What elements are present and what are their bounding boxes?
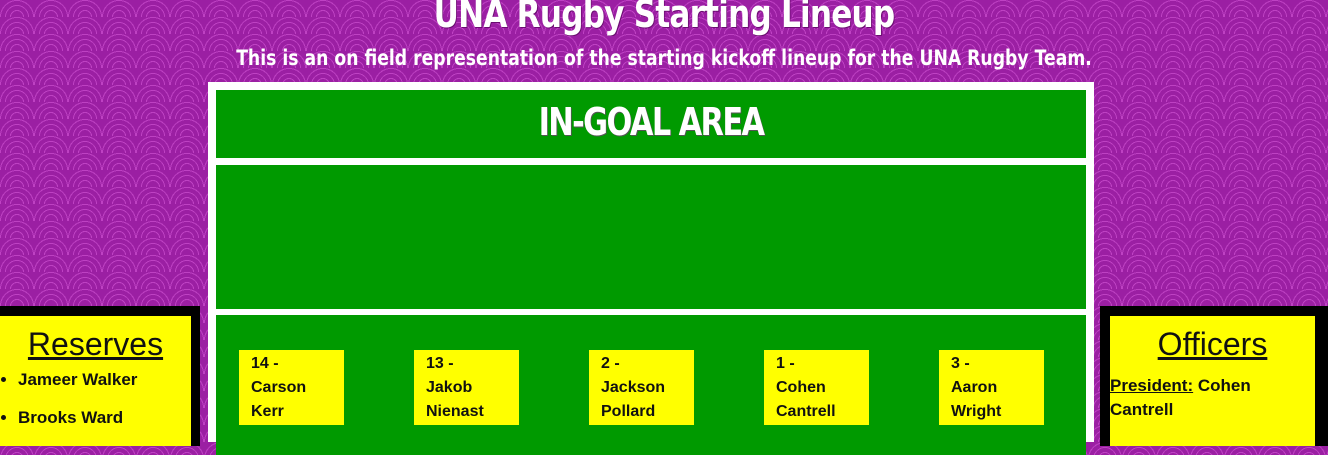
- mid-field-zone: [216, 165, 1086, 309]
- player-card: 2 - Jackson Pollard: [589, 350, 694, 425]
- player-last-name: Pollard: [601, 403, 656, 420]
- player-first-name: Carson: [251, 379, 307, 396]
- officer-role: President:: [1110, 376, 1194, 395]
- officers-title: Officers: [1157, 326, 1268, 362]
- page-title: UNA Rugby Starting Lineup: [433, 0, 896, 36]
- player-last-name: Nienast: [426, 403, 484, 420]
- player-card: 14 - Carson Kerr: [239, 350, 344, 425]
- player-number: 14 -: [251, 355, 279, 372]
- page-subtitle: This is an on field representation of th…: [236, 46, 1092, 70]
- player-number: 2 -: [601, 355, 620, 372]
- player-last-name: Cantrell: [776, 403, 836, 420]
- player-last-name: Kerr: [251, 403, 284, 420]
- officer-name: Cohen Cantrell: [1110, 376, 1251, 419]
- player-last-name: Wright: [951, 403, 1002, 420]
- reserves-list: Jameer Walker Brooks Ward: [0, 370, 191, 428]
- player-number: 1 -: [776, 355, 795, 372]
- player-first-name: Jakob: [426, 379, 473, 396]
- player-first-name: Cohen: [776, 379, 826, 396]
- rugby-field: IN-GOAL AREA 14 - Carson Kerr 13 - Jakob…: [208, 82, 1094, 455]
- officers-box: Officers President: Cohen Cantrell: [1110, 316, 1315, 446]
- player-card: 1 - Cohen Cantrell: [764, 350, 869, 425]
- officers-panel: Officers President: Cohen Cantrell: [1100, 306, 1328, 446]
- player-first-name: Jackson: [601, 379, 666, 396]
- reserves-title: Reserves: [27, 326, 164, 362]
- player-first-name: Aaron: [951, 379, 998, 396]
- player-card: 3 - Aaron Wright: [939, 350, 1044, 425]
- in-goal-label: IN-GOAL AREA: [538, 100, 765, 144]
- list-item: Jameer Walker: [18, 370, 191, 390]
- officer-entry: President: Cohen Cantrell: [1110, 374, 1315, 422]
- player-number: 13 -: [426, 355, 454, 372]
- in-goal-area: IN-GOAL AREA: [216, 90, 1086, 158]
- reserves-panel: Reserves Jameer Walker Brooks Ward: [0, 306, 200, 446]
- front-row-zone: 14 - Carson Kerr 13 - Jakob Nienast 2 - …: [216, 315, 1086, 455]
- reserves-box: Reserves Jameer Walker Brooks Ward: [0, 316, 191, 446]
- list-item: Brooks Ward: [18, 408, 191, 428]
- player-card: 13 - Jakob Nienast: [414, 350, 519, 425]
- player-number: 3 -: [951, 355, 970, 372]
